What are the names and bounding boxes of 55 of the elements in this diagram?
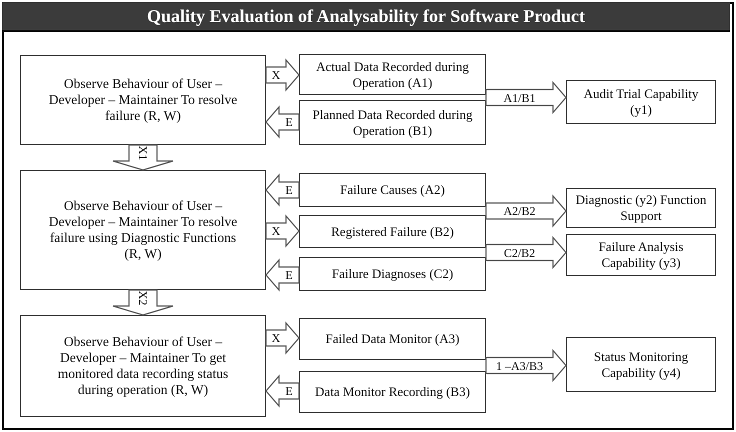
box-text: Observe Behaviour of User – Developer – Maintainer To resolve failure using Diagnostic Functions (R, W) <box>48 198 238 262</box>
process-box <box>20 55 266 145</box>
process-box <box>299 173 486 207</box>
process-box <box>299 371 486 413</box>
process-box <box>566 234 716 276</box>
block-arrow <box>265 173 300 207</box>
block-arrow <box>485 348 567 382</box>
edge-label: E <box>285 385 293 397</box>
block-arrow <box>112 144 174 171</box>
block-arrow <box>265 258 300 292</box>
block-arrow <box>112 289 174 316</box>
edge-label: E <box>285 269 293 281</box>
process-box <box>299 318 486 360</box>
box-text: Failed Data Monitor (A3) <box>326 331 460 347</box>
box-text: Failure Causes (A2) <box>340 182 445 198</box>
process-box <box>20 315 266 417</box>
box-text: Failure Analysis Capability (y3) <box>598 239 684 271</box>
process-box <box>299 100 486 145</box>
process-box <box>20 170 266 290</box>
block-arrow <box>485 194 567 228</box>
edge-label: E <box>285 184 293 196</box>
block-arrow <box>265 58 300 92</box>
box-text: Data Monitor Recording (B3) <box>315 384 470 400</box>
edge-label: A1/B1 <box>504 92 536 104</box>
block-arrow <box>265 105 300 139</box>
diagram-title: Quality Evaluation of Analysability for Software Product <box>2 2 730 32</box>
box-text: Audit Trial Capability (y1) <box>582 86 700 118</box>
edge-label: E <box>285 116 293 128</box>
process-box <box>299 257 486 291</box>
edge-label: X <box>272 332 280 344</box>
process-box <box>566 337 716 392</box>
process-box <box>566 80 716 124</box>
process-box <box>299 215 486 248</box>
box-text: Diagnostic (y2) Function Support <box>574 192 708 224</box>
box-text: Failure Diagnoses (C2) <box>332 266 454 282</box>
box-text: Observe Behaviour of User – Developer – Maintainer To get monitored data recording status during operation (R, W) <box>56 334 230 398</box>
block-arrow <box>265 374 300 408</box>
edge-label: X <box>272 225 280 237</box>
box-text: Planned Data Recorded during Operation (B1) <box>312 106 474 138</box>
process-box <box>299 54 486 95</box>
box-text: Status Monitoring Capability (y4) <box>592 348 690 380</box>
block-arrow <box>265 321 300 355</box>
edge-label: X2 <box>137 290 149 306</box>
box-text: Observe Behaviour of User – Developer – Maintainer To resolve failure (R, W) <box>48 76 238 124</box>
edge-label: 1 –A3/B3 <box>496 360 543 372</box>
process-box <box>566 188 716 228</box>
block-arrow <box>485 80 567 114</box>
edge-label: A2/B2 <box>504 205 536 217</box>
box-text: Actual Data Recorded during Operation (A1) <box>315 58 470 90</box>
block-arrow <box>265 214 300 248</box>
block-arrow <box>485 236 567 270</box>
edge-label: X1 <box>137 146 149 160</box>
edge-label: C2/B2 <box>504 246 536 258</box>
edge-label: X <box>272 69 280 81</box>
box-text: Registered Failure (B2) <box>331 224 454 240</box>
